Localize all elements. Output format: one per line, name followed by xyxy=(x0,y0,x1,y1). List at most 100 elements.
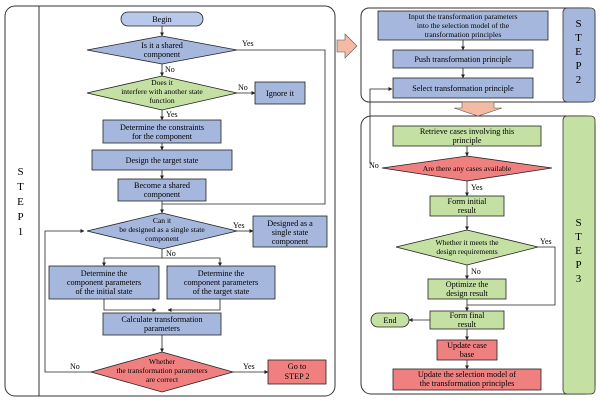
designed-single-box: Designed as a single state component xyxy=(252,215,328,248)
svg-text:Go to: Go to xyxy=(288,362,306,371)
determine-constraints-box: Determine the constraints for the compon… xyxy=(102,119,222,144)
svg-text:Calculate transformation: Calculate transformation xyxy=(121,315,202,324)
edge-yes-correct: Yes xyxy=(243,362,255,371)
svg-text:the transformation parameters: the transformation parameters xyxy=(116,366,207,375)
step2-connectors xyxy=(369,40,465,164)
step2-to-step3-arrow xyxy=(453,101,503,117)
decision-interfere: Does it interfere with another state fun… xyxy=(86,75,238,111)
step3-label: S T E P 3 xyxy=(575,217,583,285)
svg-text:E: E xyxy=(575,245,583,257)
svg-text:for the component: for the component xyxy=(132,132,193,141)
step3-tab xyxy=(562,115,596,395)
decision-single-state: Can it be designed as a single state com… xyxy=(86,212,238,250)
svg-text:Whether: Whether xyxy=(149,357,176,366)
edge-yes-shared: Yes xyxy=(242,39,254,48)
svg-text:single state: single state xyxy=(272,228,309,237)
step2-tab xyxy=(562,7,596,103)
step3-connectors xyxy=(408,146,556,370)
step1-frame xyxy=(4,5,336,397)
edge-yes-cases: Yes xyxy=(471,183,483,192)
step1-connectors xyxy=(44,26,326,374)
svg-text:Input the transformation param: Input the transformation parameters xyxy=(408,12,517,21)
svg-text:E: E xyxy=(17,196,25,208)
svg-text:component: component xyxy=(145,234,180,243)
form-final-box: Form final result xyxy=(429,310,505,330)
step2-label: S T E P 2 xyxy=(575,18,583,86)
svg-text:result: result xyxy=(458,320,477,329)
end-terminal: End xyxy=(370,312,410,328)
svg-text:S: S xyxy=(575,18,582,30)
svg-text:component: component xyxy=(144,50,181,59)
svg-text:Become a shared: Become a shared xyxy=(134,181,190,190)
svg-text:S: S xyxy=(17,166,24,178)
svg-text:component: component xyxy=(144,190,181,199)
svg-text:1: 1 xyxy=(18,226,25,238)
design-target-state-box: Design the target state xyxy=(91,149,233,171)
svg-text:be designed as a single state: be designed as a single state xyxy=(119,225,205,234)
svg-text:T: T xyxy=(575,231,583,243)
svg-text:E: E xyxy=(575,46,583,58)
svg-text:Retrieve cases involving this: Retrieve cases involving this xyxy=(420,127,514,136)
begin-terminal: Begin xyxy=(120,11,204,27)
calc-params-box: Calculate transformation parameters xyxy=(102,312,222,336)
decision-requirements: Whether it meets the design requirements xyxy=(395,229,539,266)
ignore-box: Ignore it xyxy=(254,81,306,105)
svg-text:base: base xyxy=(460,350,475,359)
svg-text:T: T xyxy=(575,32,583,44)
edge-no-interfere: No xyxy=(238,83,248,92)
svg-text:Designed as a: Designed as a xyxy=(267,219,313,228)
select-principle-box: Select transformation principle xyxy=(392,77,534,99)
svg-text:Does it: Does it xyxy=(151,78,174,87)
push-principle-box: Push transformation principle xyxy=(392,49,534,69)
svg-text:Select transformation principl: Select transformation principle xyxy=(412,84,514,93)
input-params-box: Input the transformation parameters into… xyxy=(377,10,549,41)
edge-no-cases: No xyxy=(369,161,379,170)
svg-text:T: T xyxy=(17,181,25,193)
svg-text:Determine the constraints: Determine the constraints xyxy=(120,123,204,132)
svg-text:design requirements: design requirements xyxy=(436,247,497,256)
svg-text:component parameters: component parameters xyxy=(184,278,258,287)
svg-text:function: function xyxy=(149,96,175,105)
svg-text:the transformation principles: the transformation principles xyxy=(420,379,515,388)
retrieve-cases-box: Retrieve cases involving this principle xyxy=(392,125,542,147)
svg-text:of the initial state: of the initial state xyxy=(75,287,132,296)
svg-text:transformation principles: transformation principles xyxy=(425,30,502,39)
optimize-box: Optimize the design result xyxy=(427,278,507,300)
edge-no-correct: No xyxy=(70,362,80,371)
svg-text:are correct: are correct xyxy=(146,375,179,384)
svg-text:Ignore it: Ignore it xyxy=(266,89,295,98)
svg-text:Design the target state: Design the target state xyxy=(126,156,199,165)
svg-text:Whether it meets the: Whether it meets the xyxy=(435,238,499,247)
svg-text:component: component xyxy=(272,237,309,246)
edge-no-single: No xyxy=(166,249,176,258)
svg-text:P: P xyxy=(575,60,582,72)
svg-text:Form final: Form final xyxy=(450,311,486,320)
edge-yes-requirements: Yes xyxy=(540,237,552,246)
goto-step2-box: Go to STEP 2 xyxy=(267,359,327,385)
svg-text:Update the selection model of: Update the selection model of xyxy=(418,370,516,379)
svg-text:into the selection model of th: into the selection model of the xyxy=(417,21,510,30)
edge-yes-single: Yes xyxy=(233,221,245,230)
svg-text:Optimize the: Optimize the xyxy=(446,280,489,289)
edge-no-requirements: No xyxy=(471,267,481,276)
decision-shared-component: Is it a shared component xyxy=(86,35,238,65)
svg-text:Push transformation principle: Push transformation principle xyxy=(414,55,512,64)
svg-text:End: End xyxy=(383,316,396,325)
svg-text:Determine the: Determine the xyxy=(198,269,245,278)
svg-text:Begin: Begin xyxy=(152,15,172,24)
params-initial-box: Determine the component parameters of th… xyxy=(48,265,160,300)
params-target-box: Determine the component parameters of th… xyxy=(166,265,276,300)
svg-text:Is it a shared: Is it a shared xyxy=(141,41,183,50)
form-initial-box: Form initial result xyxy=(429,195,505,217)
svg-text:principle: principle xyxy=(452,136,481,145)
svg-text:Update case: Update case xyxy=(447,341,487,350)
svg-text:component parameters: component parameters xyxy=(67,278,141,287)
edge-no-shared: No xyxy=(165,65,175,74)
svg-text:Can it: Can it xyxy=(153,216,172,225)
update-selection-model-box: Update the selection model of the transf… xyxy=(392,368,542,391)
step1-to-step2-arrow xyxy=(336,33,358,59)
svg-text:parameters: parameters xyxy=(144,324,180,333)
svg-text:3: 3 xyxy=(576,273,583,285)
decision-correct: Whether the transformation parameters ar… xyxy=(89,351,235,393)
decision-cases-available: Are there any cases available xyxy=(381,155,553,182)
